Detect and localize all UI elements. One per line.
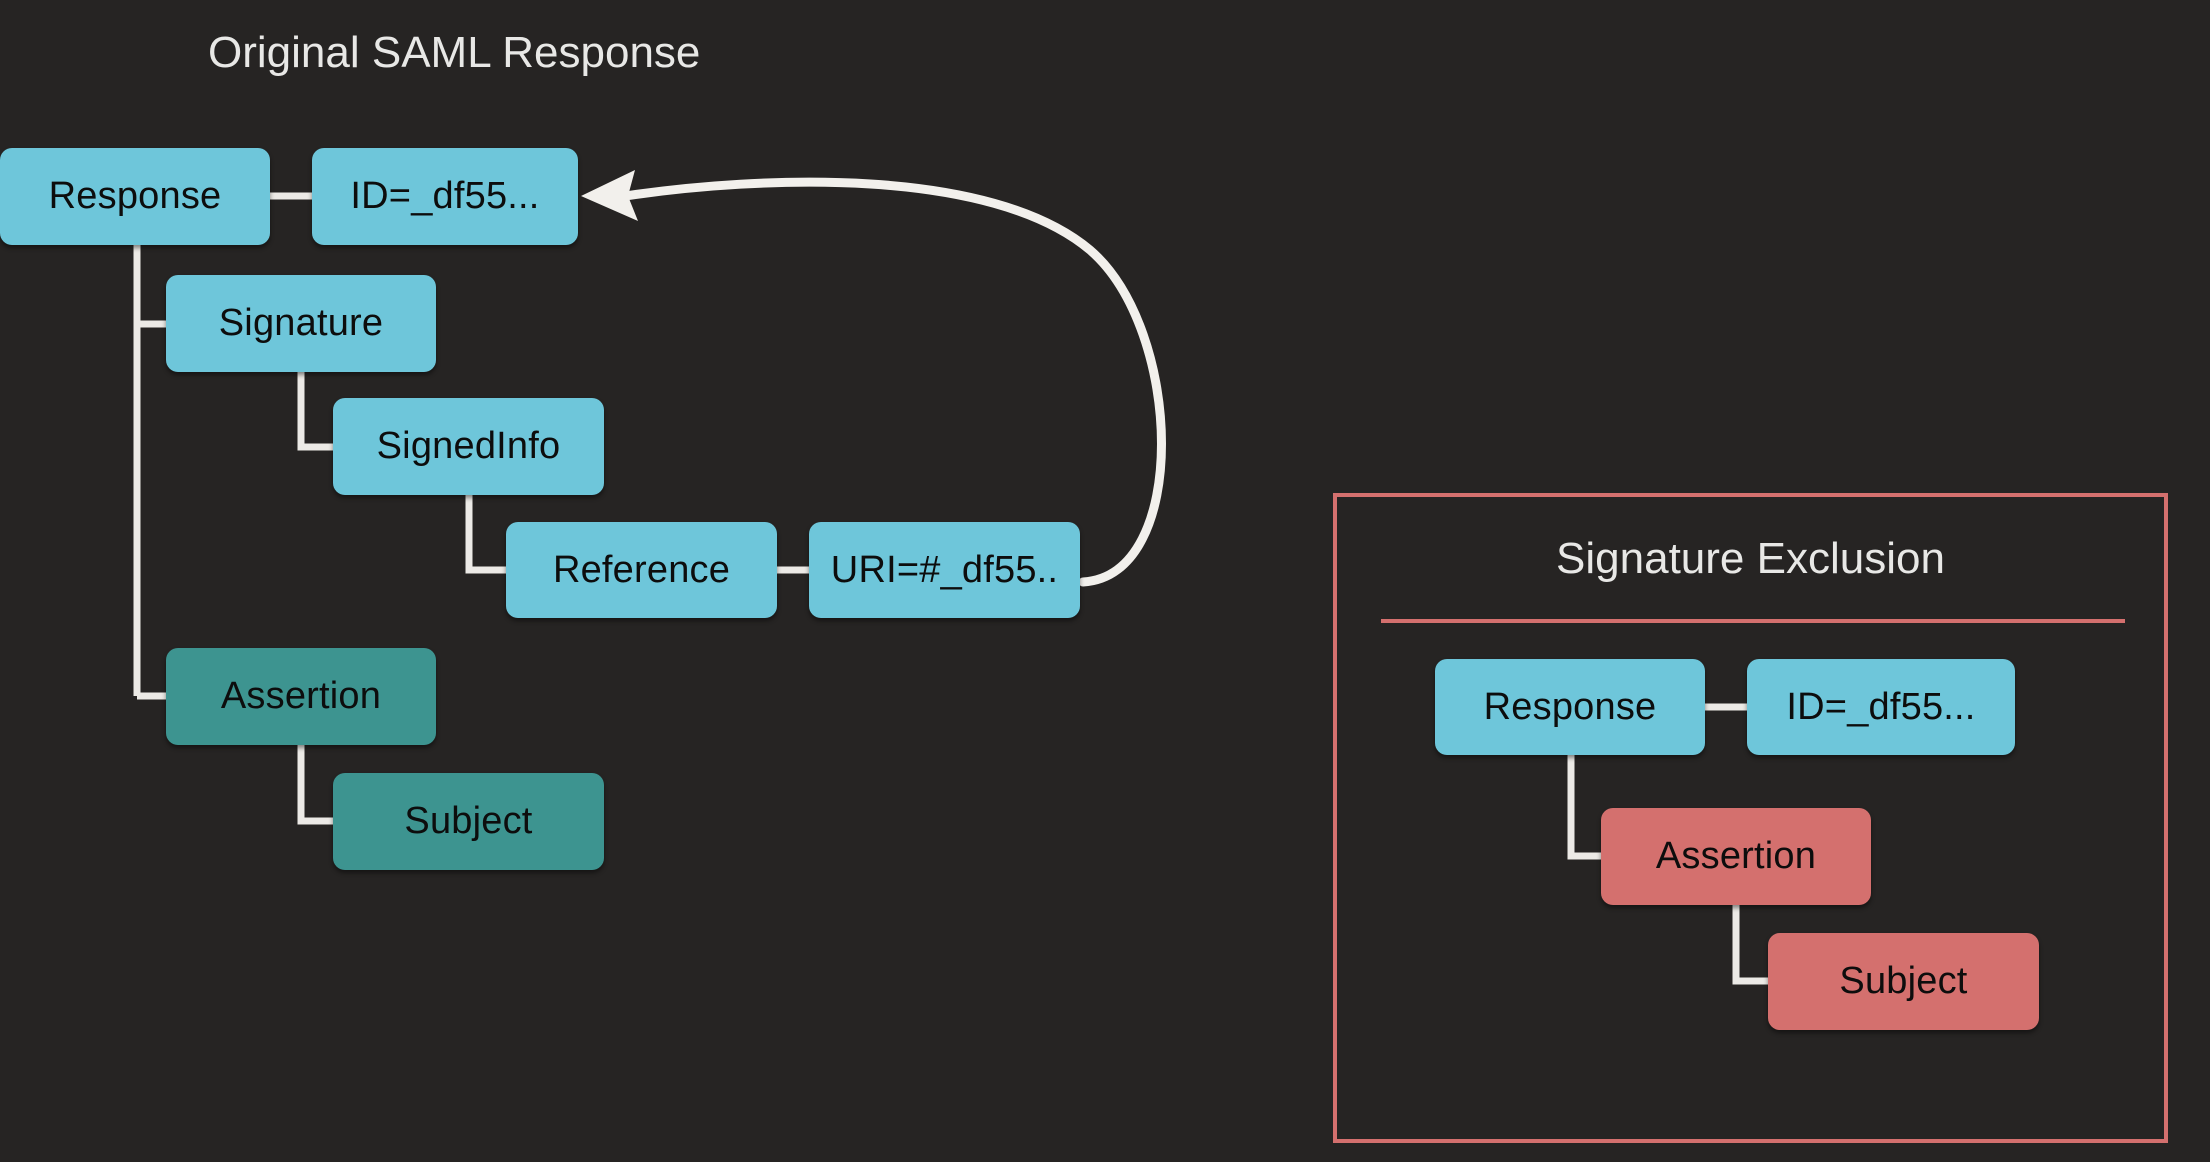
node-x-subject[interactable]: Subject [1768, 933, 2039, 1030]
edge-signature-to-signedinfo [297, 372, 333, 451]
node-id-attribute[interactable]: ID=_df55... [312, 148, 578, 245]
edge-assertion-to-subject [297, 745, 333, 825]
node-x-assertion[interactable]: Assertion [1601, 808, 1871, 905]
edge-signedinfo-to-reference [465, 495, 506, 574]
left-tree-title: Original SAML Response [208, 28, 701, 77]
reference-curve-arrow-head [581, 170, 638, 221]
node-x-id-attribute[interactable]: ID=_df55... [1747, 659, 2015, 755]
signature-exclusion-panel [1333, 493, 2168, 1143]
node-signature[interactable]: Signature [166, 275, 436, 372]
node-x-response[interactable]: Response [1435, 659, 1705, 755]
node-subject[interactable]: Subject [333, 773, 604, 870]
signature-exclusion-title-rule [1381, 619, 2125, 623]
node-signedinfo[interactable]: SignedInfo [333, 398, 604, 495]
node-assertion[interactable]: Assertion [166, 648, 436, 745]
node-reference[interactable]: Reference [506, 522, 777, 618]
node-response[interactable]: Response [0, 148, 270, 245]
node-uri-attribute[interactable]: URI=#_df55.. [809, 522, 1080, 618]
signature-exclusion-title: Signature Exclusion [1556, 534, 1945, 583]
